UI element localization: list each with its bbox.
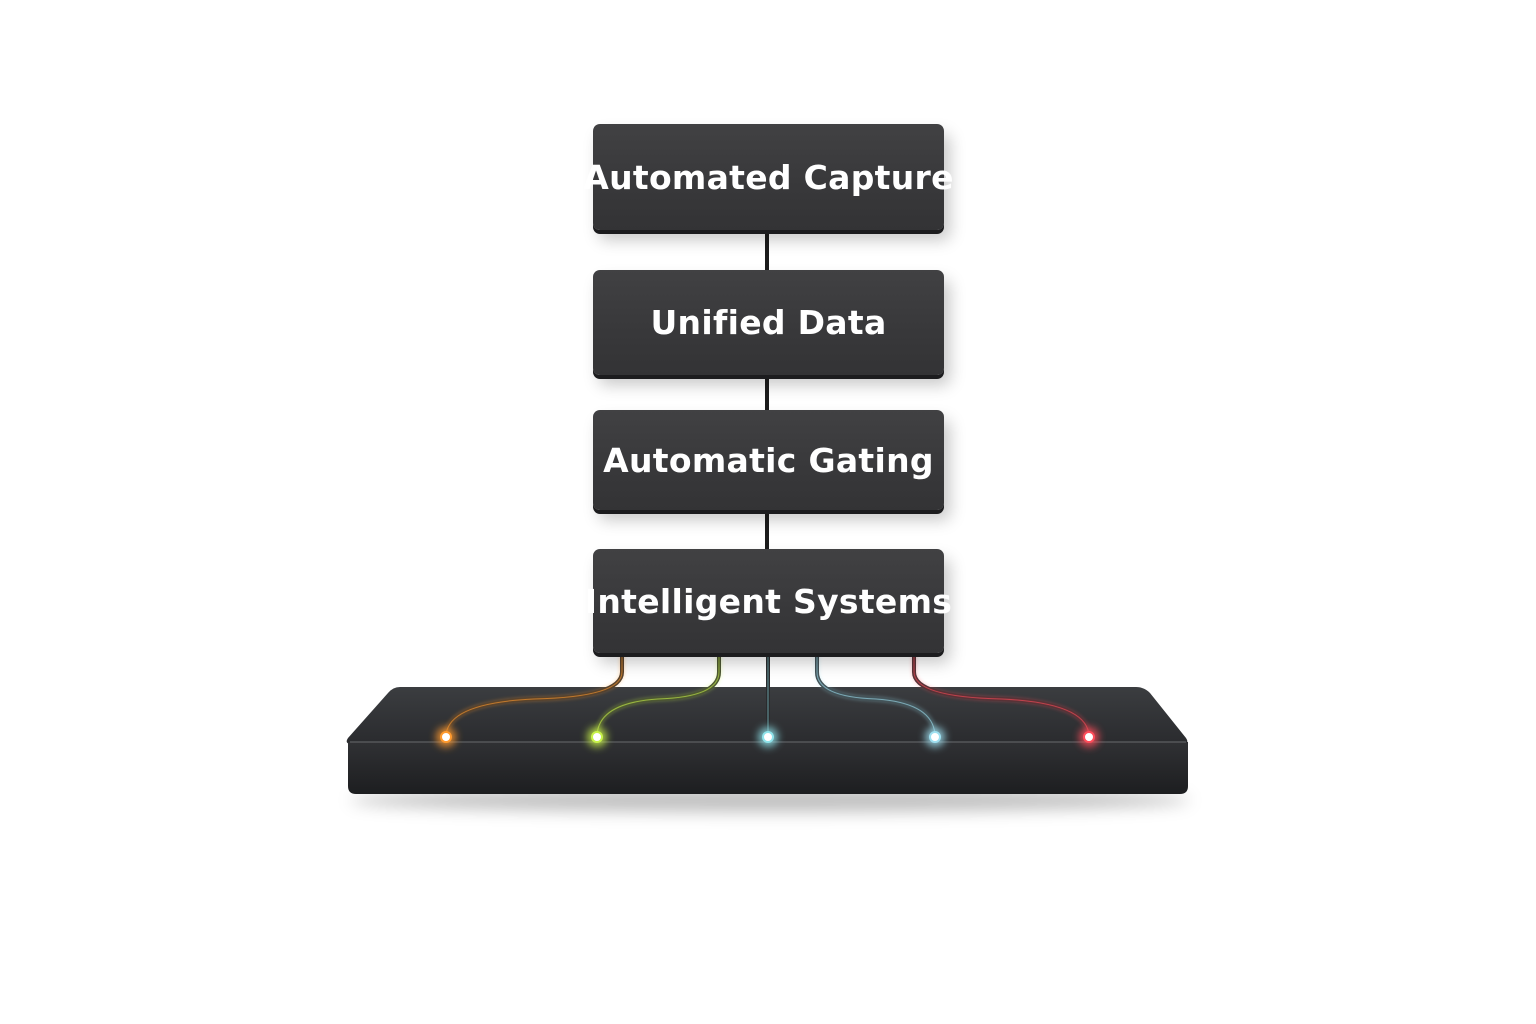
light-4: [929, 731, 941, 743]
node-label: Unified Data: [650, 303, 887, 342]
wire-core-1: [445, 655, 623, 738]
platform-lights: [436, 727, 1099, 747]
node-label: Automated Capture: [583, 157, 954, 197]
node-automatic-gating: Automatic Gating: [593, 410, 944, 510]
light-5: [1083, 731, 1095, 743]
node-unified-data: Unified Data: [593, 270, 944, 375]
wire-core-4: [816, 655, 936, 738]
node-label: Automatic Gating: [603, 440, 934, 480]
wires: [444, 655, 1091, 738]
node-label: Intelligent Systems: [584, 581, 953, 621]
light-3: [762, 731, 774, 743]
platform-front: [348, 742, 1188, 794]
wire-core-5: [913, 655, 1090, 738]
node-automated-capture: Automated Capture: [583, 124, 953, 230]
wire-core-2: [596, 655, 720, 738]
node-intelligent-systems: Intelligent Systems: [585, 549, 952, 653]
light-1: [440, 731, 452, 743]
light-2: [591, 731, 603, 743]
